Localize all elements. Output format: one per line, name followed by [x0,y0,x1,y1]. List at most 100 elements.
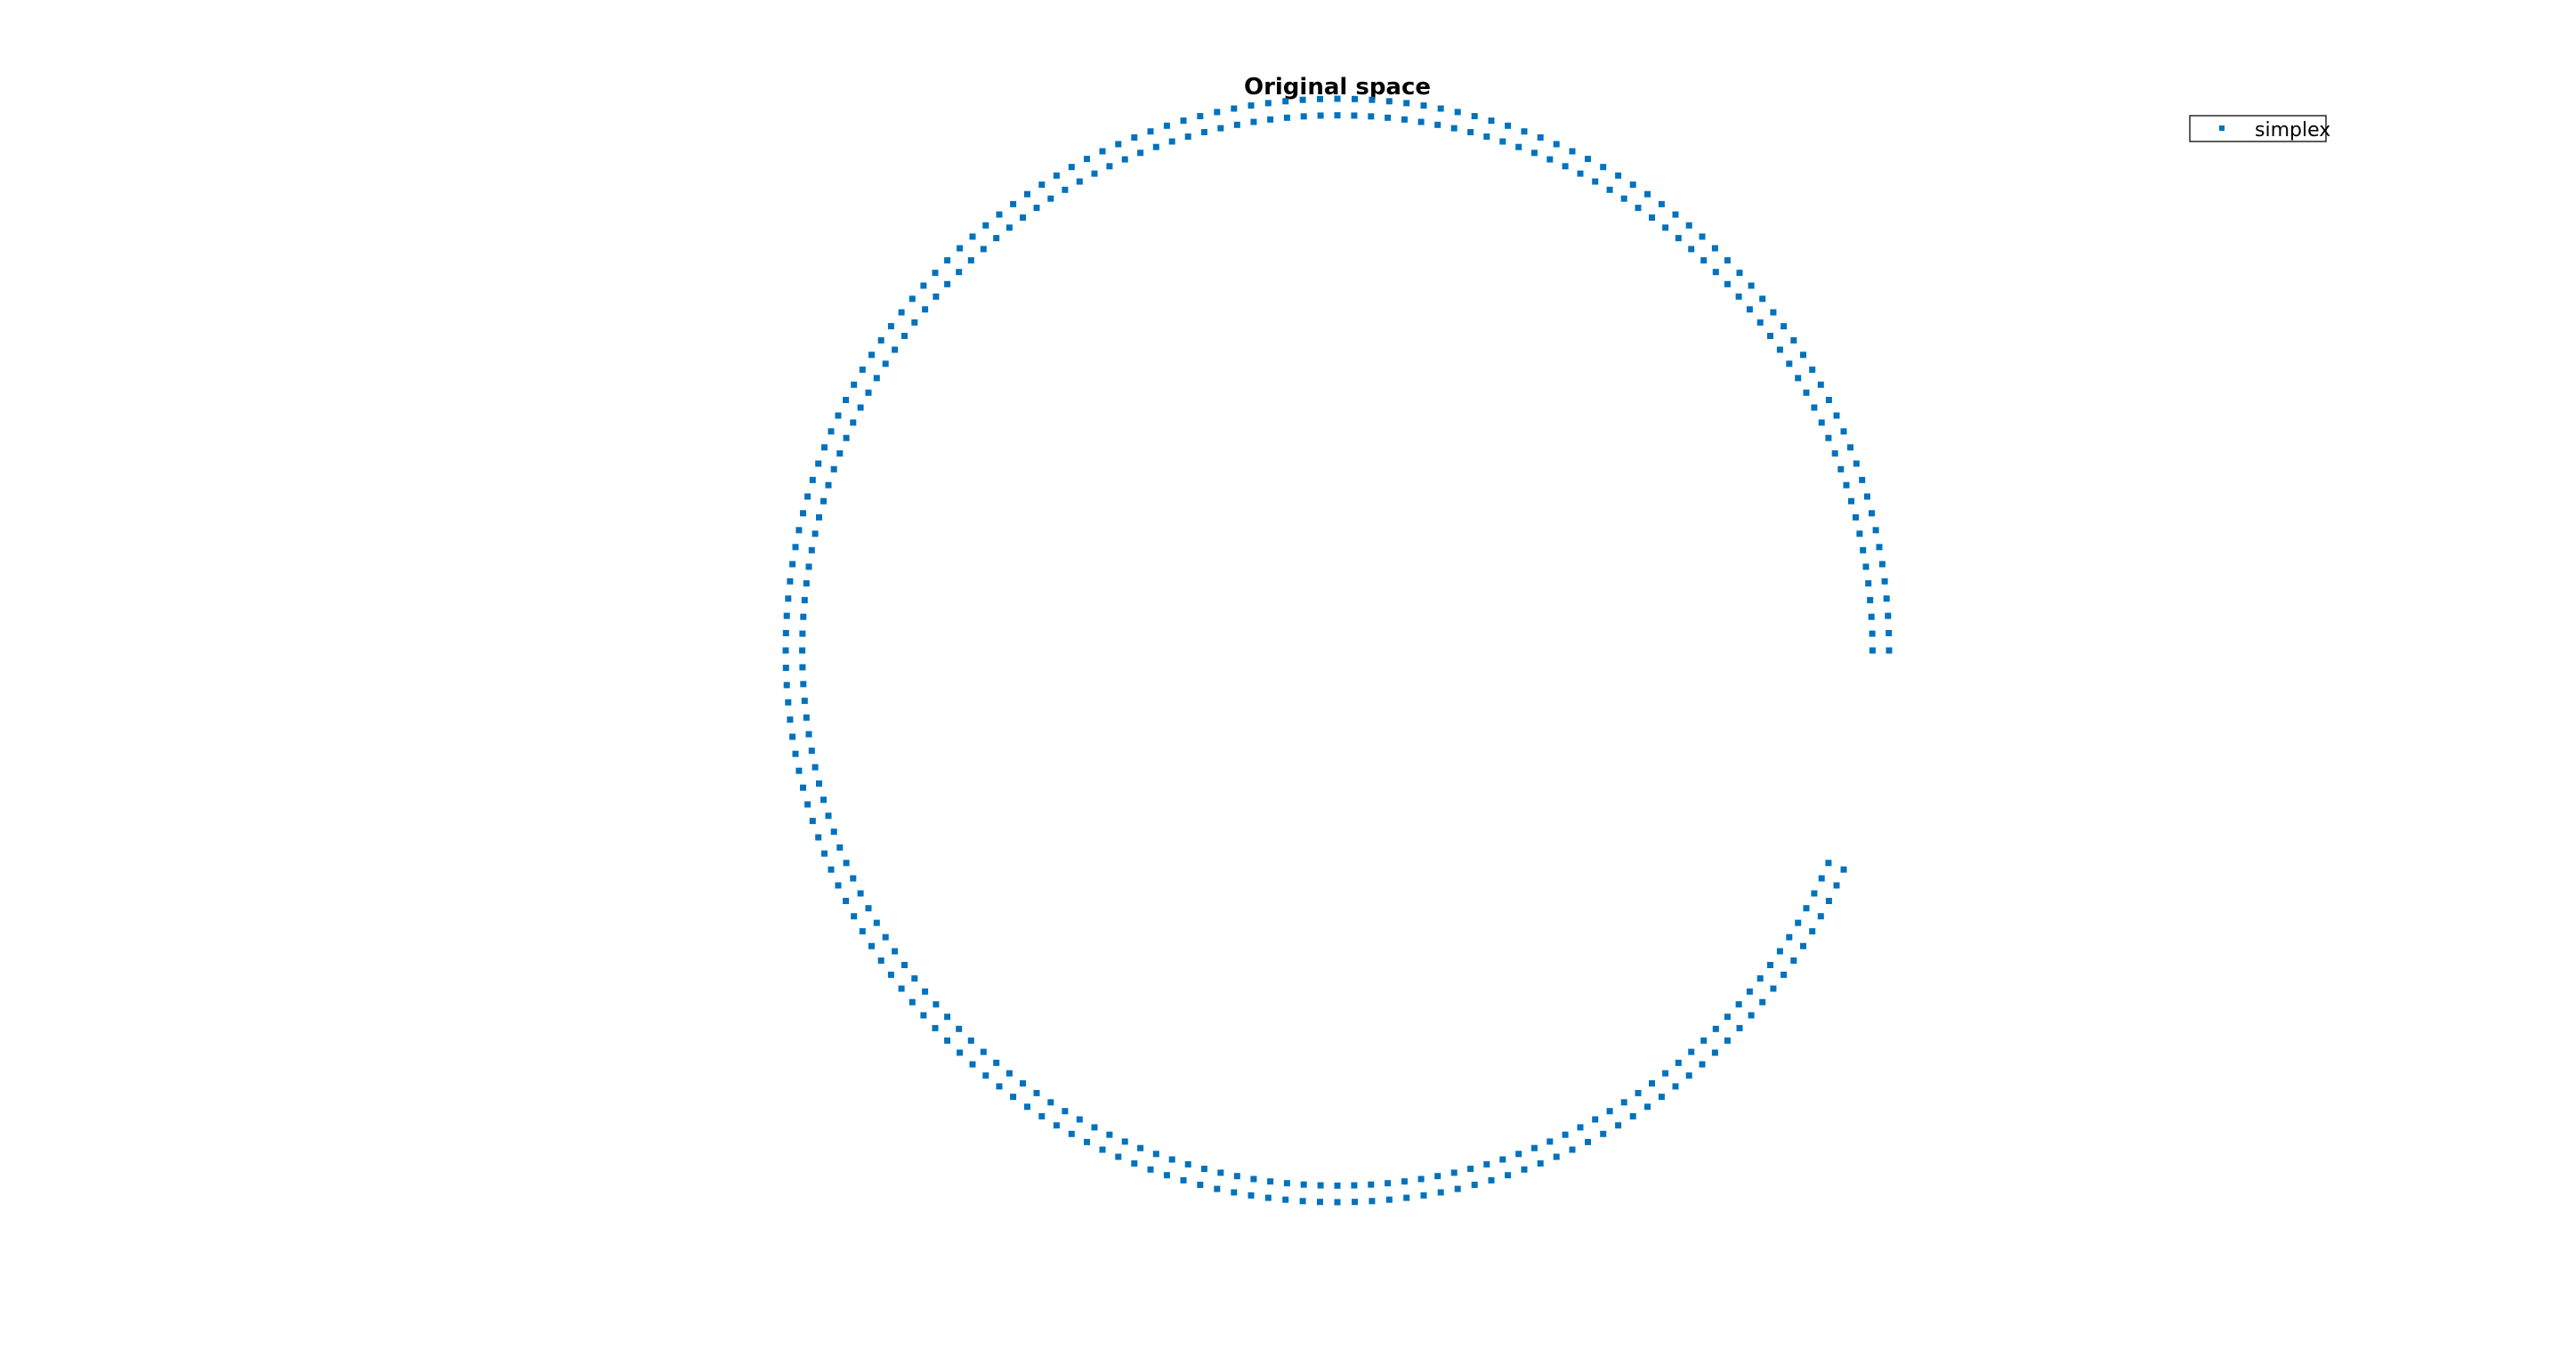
data-point [982,1072,989,1079]
data-point [1352,95,1358,102]
data-point [795,767,803,774]
data-point [911,319,918,326]
data-point [1467,129,1474,135]
data-point [1770,309,1777,316]
data-point [1521,128,1528,135]
data-point [1488,117,1495,125]
data-point [1825,898,1832,904]
data-point [1746,306,1753,313]
data-point [1200,129,1207,135]
data-point [815,460,822,467]
data-point [835,412,842,419]
data-point [803,580,810,587]
data-point [1759,295,1766,303]
data-point [911,975,918,982]
data-point [892,346,899,353]
data-point [922,988,929,995]
data-point [1420,102,1427,109]
data-point [851,913,858,920]
data-point [1600,1130,1607,1137]
data-point [1553,141,1560,148]
data-point [1250,1175,1257,1183]
data-point [1881,578,1888,585]
data-point [932,1024,939,1031]
data-point [1233,1173,1240,1180]
data-point [1553,1153,1560,1160]
data-point [1483,133,1490,140]
data-point [782,630,789,636]
data-point [956,1025,963,1032]
data-point [1403,100,1410,107]
data-point [1699,233,1706,240]
data-point [1163,122,1170,129]
data-point [812,530,819,537]
data-point [1831,450,1838,457]
data-point [933,1001,940,1008]
data-point [1168,1156,1175,1163]
data-point [1748,1012,1755,1019]
data-point [1020,1080,1026,1086]
data-point [1600,164,1607,171]
data-point [1076,1116,1083,1123]
data-point [799,664,806,671]
data-point [1264,100,1272,107]
data-point [908,998,916,1006]
data-point [800,784,806,791]
data-point [901,333,908,339]
data-point [1180,117,1187,125]
data-point [1685,1072,1692,1079]
data-point [969,233,976,240]
data-point [1499,1156,1506,1163]
data-point [898,985,905,992]
data-point [1020,214,1026,221]
data-point [843,397,850,403]
data-point [1800,351,1806,359]
data-point [1038,1113,1046,1119]
data-point [1853,460,1860,467]
data-point [868,942,875,949]
data-point [1886,647,1893,654]
data-point [1759,998,1766,1006]
data-point [1417,1175,1425,1183]
data-point [1736,1024,1743,1031]
data-point [1635,205,1642,212]
data-point [1537,134,1544,141]
data-point [1658,1094,1665,1101]
data-point [1853,513,1859,521]
data-point [1868,613,1875,620]
data-point [1756,975,1764,982]
data-point [1615,172,1622,179]
data-point [1076,178,1083,185]
data-point [967,1037,974,1044]
data-point [1300,1181,1307,1188]
data-point [792,750,799,757]
data-point [1471,1182,1478,1188]
data-point [1106,163,1113,170]
data-point [1711,245,1718,252]
data-point [1434,1173,1441,1180]
data-point [821,444,828,451]
data-point [789,733,796,740]
data-point [809,476,816,483]
data-point [1562,1131,1569,1138]
data-point [933,293,940,300]
data-point [1872,527,1879,534]
data-point [1434,121,1441,128]
data-point [804,801,812,808]
data-point [1351,1182,1358,1189]
data-point [1811,890,1818,897]
data-point [1334,112,1341,119]
data-point [795,527,803,534]
data-point [868,351,875,359]
data-point [1115,141,1122,148]
data-point [1767,333,1773,339]
data-point [1620,1099,1627,1106]
legend-marker-simplex [2219,125,2225,131]
data-point [1569,148,1576,155]
data-point [944,1014,951,1021]
data-point [1662,224,1669,231]
data-point [1585,1138,1591,1145]
data-point [816,513,822,521]
data-point [1488,1176,1495,1183]
